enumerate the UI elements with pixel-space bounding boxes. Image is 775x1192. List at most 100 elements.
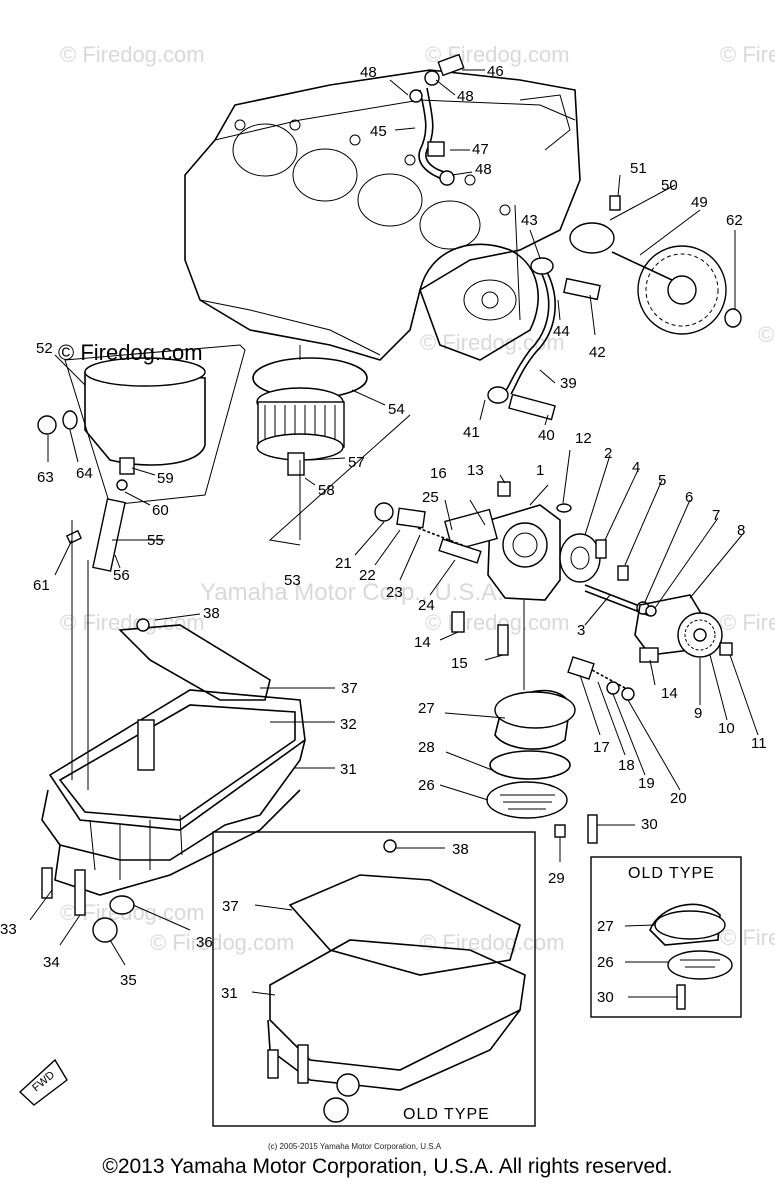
part-number-14-left: 14 xyxy=(414,634,431,651)
part-number-45: 45 xyxy=(370,123,387,140)
part-number-21: 21 xyxy=(335,555,352,572)
part-number-29: 29 xyxy=(548,870,565,887)
part-number-38: 38 xyxy=(203,605,220,622)
old-type-inset-label: OLD TYPE xyxy=(628,865,715,882)
small-copyright: (c) 2005-2015 Yamaha Motor Corporation, … xyxy=(268,1142,442,1151)
part-number-7: 7 xyxy=(712,507,720,524)
part-number-3: 3 xyxy=(577,622,585,639)
part-number-26-old: 26 xyxy=(597,954,614,971)
part-number-63: 63 xyxy=(37,469,54,486)
part-number-10: 10 xyxy=(718,720,735,737)
watermark: © Firedog.com xyxy=(60,42,205,67)
part-number-57: 57 xyxy=(348,454,365,471)
part-number-8: 8 xyxy=(737,522,745,539)
part-number-33: 33 xyxy=(0,921,17,938)
old-type-pan-label: OLD TYPE xyxy=(403,1106,490,1123)
part-number-54: 54 xyxy=(388,401,405,418)
part-number-51: 51 xyxy=(630,160,647,177)
part-number-34: 34 xyxy=(43,954,60,971)
part-number-58: 58 xyxy=(318,482,335,499)
center-watermark: Yamaha Motor Corp., U.S.A. xyxy=(200,579,504,606)
watermark: © Firedog.com xyxy=(720,42,775,67)
part-number-49: 49 xyxy=(691,194,708,211)
part-number-27: 27 xyxy=(418,700,435,717)
part-number-47: 47 xyxy=(472,141,489,158)
part-number-56: 56 xyxy=(113,567,130,584)
part-number-61: 61 xyxy=(33,577,50,594)
part-number-52: 52 xyxy=(36,340,53,357)
leader-lines xyxy=(29,69,759,998)
fwd-arrow: FWD xyxy=(18,1058,68,1106)
part-number-37: 37 xyxy=(341,680,358,697)
watermark: © Firedog.com xyxy=(420,930,565,955)
part-number-62: 62 xyxy=(726,212,743,229)
watermark: © Firedog.com xyxy=(758,322,775,347)
part-number-13: 13 xyxy=(467,462,484,479)
watermark: © Firedog.com xyxy=(150,930,295,955)
part-number-22: 22 xyxy=(359,567,376,584)
watermark: © Firedog.com xyxy=(425,610,570,635)
part-number-41: 41 xyxy=(463,424,480,441)
part-number-35: 35 xyxy=(120,972,137,989)
part-number-20: 20 xyxy=(670,790,687,807)
part-number-48-a: 48 xyxy=(360,64,377,81)
part-number-50: 50 xyxy=(661,177,678,194)
part-number-labels: 1 2 3 4 5 6 7 8 9 10 11 12 13 14 14 15 1… xyxy=(0,63,767,1006)
part-number-1: 1 xyxy=(536,462,544,479)
footer-copyright: ©2013 Yamaha Motor Corporation, U.S.A. A… xyxy=(102,1155,673,1178)
old-type-pan-box: OLD TYPE xyxy=(212,831,536,1127)
part-number-32: 32 xyxy=(340,716,357,733)
part-number-37-old: 37 xyxy=(222,898,239,915)
part-number-46: 46 xyxy=(487,63,504,80)
part-number-42: 42 xyxy=(589,344,606,361)
part-number-9: 9 xyxy=(694,705,702,722)
part-number-19: 19 xyxy=(638,775,655,792)
overlay-watermark: © Firedog.com xyxy=(58,340,203,365)
strainer-group xyxy=(486,656,635,844)
part-number-16: 16 xyxy=(430,465,447,482)
oil-pump-assembly xyxy=(374,481,733,690)
part-number-2: 2 xyxy=(604,445,612,462)
part-number-43: 43 xyxy=(521,212,538,229)
oil-filter-group xyxy=(37,344,411,572)
part-number-17: 17 xyxy=(593,739,610,756)
part-number-36: 36 xyxy=(196,934,213,951)
part-number-38-old: 38 xyxy=(452,841,469,858)
drive-gear xyxy=(569,195,742,335)
watermark: © Firedog.com xyxy=(720,925,775,950)
part-number-64: 64 xyxy=(76,465,93,482)
watermark: © Firedog.com xyxy=(60,610,205,635)
part-number-6: 6 xyxy=(685,489,693,506)
part-number-27-old: 27 xyxy=(597,918,614,935)
watermark: © Firedog.com xyxy=(720,610,775,635)
part-number-18: 18 xyxy=(618,757,635,774)
part-number-55: 55 xyxy=(147,532,164,549)
part-number-30: 30 xyxy=(641,816,658,833)
part-number-60: 60 xyxy=(152,502,169,519)
part-number-15: 15 xyxy=(451,655,468,672)
old-type-strainer-box: OLD TYPE xyxy=(590,856,742,1018)
part-number-24: 24 xyxy=(418,597,435,614)
part-number-12: 12 xyxy=(575,430,592,447)
oil-pan xyxy=(41,618,306,943)
part-number-31-old: 31 xyxy=(221,985,238,1002)
part-number-48-b: 48 xyxy=(457,88,474,105)
part-number-4: 4 xyxy=(632,459,640,476)
part-number-44: 44 xyxy=(553,323,570,340)
part-number-11: 11 xyxy=(751,735,767,752)
part-number-53: 53 xyxy=(284,572,301,589)
part-number-59: 59 xyxy=(157,470,174,487)
part-number-31: 31 xyxy=(340,761,357,778)
part-number-5: 5 xyxy=(658,472,666,489)
part-number-14-right: 14 xyxy=(661,685,678,702)
watermark: © Firedog.com xyxy=(420,330,565,355)
part-number-30-old: 30 xyxy=(597,989,614,1006)
part-number-23: 23 xyxy=(386,584,403,601)
part-number-40: 40 xyxy=(538,427,555,444)
oil-pipes xyxy=(409,53,601,421)
part-number-48-c: 48 xyxy=(475,161,492,178)
part-number-39: 39 xyxy=(560,375,577,392)
part-number-28: 28 xyxy=(418,739,435,756)
part-number-26: 26 xyxy=(418,777,435,794)
